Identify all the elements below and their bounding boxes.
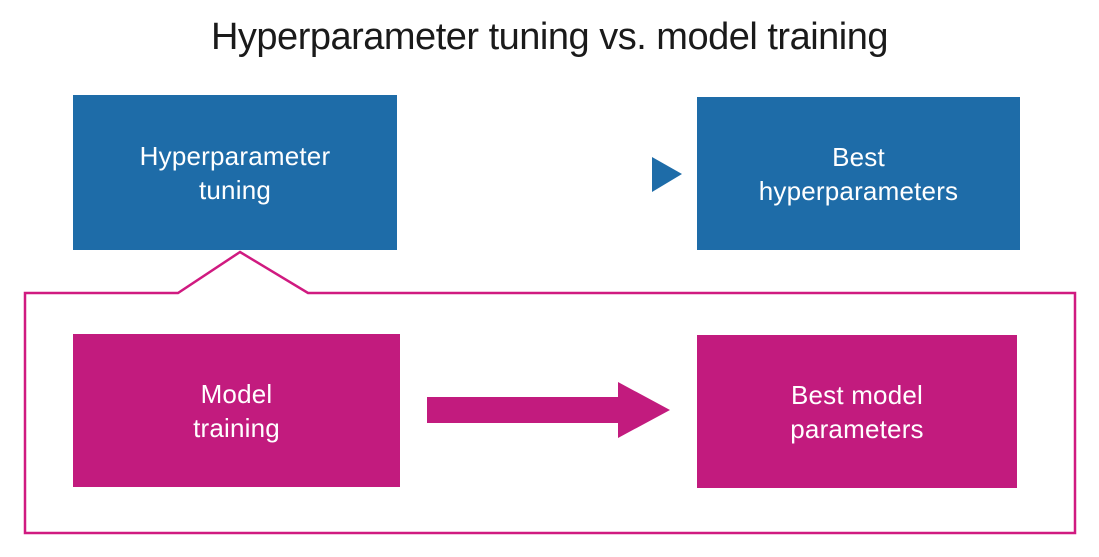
training-right-arrow-icon <box>427 382 670 438</box>
best-hyperparameters-box: Best hyperparameters <box>697 97 1020 250</box>
diagram-title: Hyperparameter tuning vs. model training <box>210 16 889 58</box>
hyperparameter-tuning-box: Hyperparameter tuning <box>73 95 397 250</box>
tuning-right-arrow-icon <box>652 157 682 192</box>
model-training-box: Model training <box>73 334 400 487</box>
best-model-parameters-box: Best model parameters <box>697 335 1017 488</box>
